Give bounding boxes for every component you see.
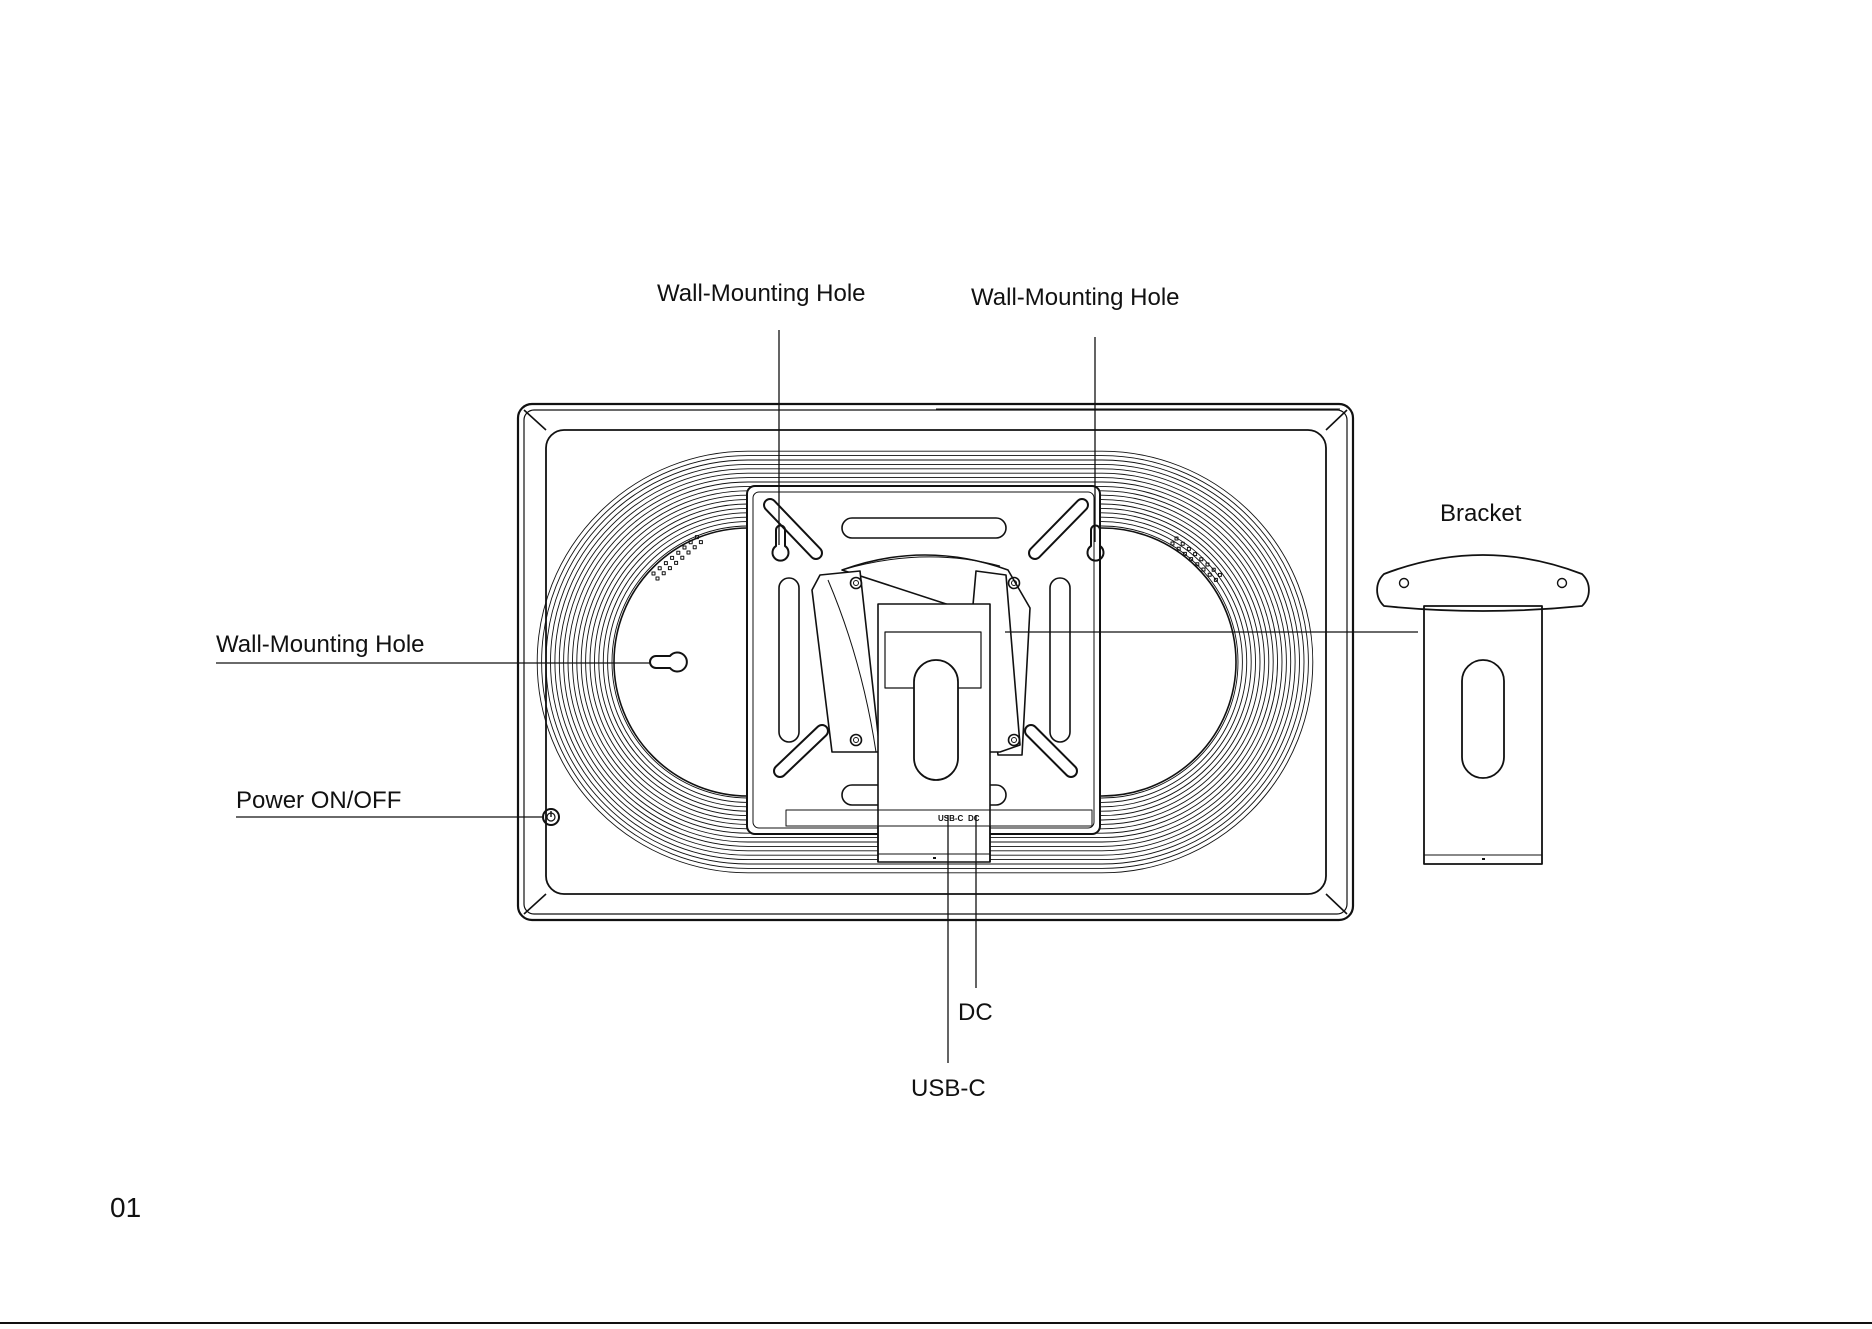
grille-dot (658, 567, 661, 570)
speaker-ring-right (1102, 451, 1313, 873)
grille-dot (1171, 542, 1174, 545)
speaker-ring-right (1102, 495, 1269, 829)
grille-dot (656, 577, 659, 580)
label-usbc: USB-C (911, 1077, 986, 1101)
grille-dot (668, 567, 671, 570)
grille-dot (664, 562, 667, 565)
grille-dot (677, 551, 680, 554)
grille-dot (693, 546, 696, 549)
label-bracket: Bracket (1440, 502, 1521, 526)
page-number: 01 (110, 1194, 141, 1222)
speaker-ring-right (1102, 522, 1242, 803)
grille-dot (1181, 542, 1184, 545)
grille-dot (1187, 547, 1190, 550)
keyhole-left (650, 653, 687, 672)
grille-dot (1196, 563, 1199, 566)
speaker-ring-left (612, 526, 748, 798)
grille-dot (1177, 547, 1180, 550)
grille-dot (687, 551, 690, 554)
grille-dot (1218, 573, 1221, 576)
label-wall-hole-top-right: Wall-Mounting Hole (971, 286, 1180, 310)
grille-dot (652, 572, 655, 575)
speaker-ring-left (594, 508, 748, 815)
grille-dot (662, 572, 665, 575)
usbc-port-mark: USB-C (938, 814, 964, 823)
grille-dot (681, 556, 684, 559)
speaker-ring-left (581, 495, 748, 829)
grille-dot (1175, 537, 1178, 540)
speaker-ring-right (1102, 500, 1264, 825)
grille-dot (1194, 553, 1197, 556)
bracket-detail (1377, 555, 1589, 864)
speaker-ring-right (1102, 482, 1282, 842)
label-power: Power ON/OFF (236, 789, 401, 813)
speaker-ring-left (586, 500, 748, 825)
grille-dot (683, 546, 686, 549)
grille-dot (1206, 563, 1209, 566)
speaker-ring-right (1102, 513, 1251, 811)
grille-dot (1200, 558, 1203, 561)
grille-dot (695, 536, 698, 539)
speaker-ring-left (564, 478, 748, 847)
grille-dot (689, 541, 692, 544)
speaker-ring-left (568, 482, 748, 842)
grille-dot (1202, 568, 1205, 571)
speaker-ring-right (1102, 464, 1300, 859)
speaker-ring-left (537, 451, 748, 873)
label-wall-hole-top-left: Wall-Mounting Hole (657, 282, 866, 306)
dc-port-mark: DC (968, 814, 980, 823)
speaker-ring-left (555, 469, 748, 855)
speaker-ring-right (1102, 526, 1238, 798)
grille-dot (699, 541, 702, 544)
grille-dot (1208, 573, 1211, 576)
grille-dot (675, 561, 678, 564)
label-dc: DC (958, 1001, 993, 1025)
speaker-ring-left (603, 517, 748, 807)
grille-dot (671, 556, 674, 559)
label-wall-hole-left: Wall-Mounting Hole (216, 633, 425, 657)
speaker-ring-right (1102, 508, 1256, 815)
speaker-ring-right (1102, 517, 1247, 807)
speaker-ring-right (1102, 478, 1286, 847)
speaker-ring-right (1102, 469, 1295, 855)
